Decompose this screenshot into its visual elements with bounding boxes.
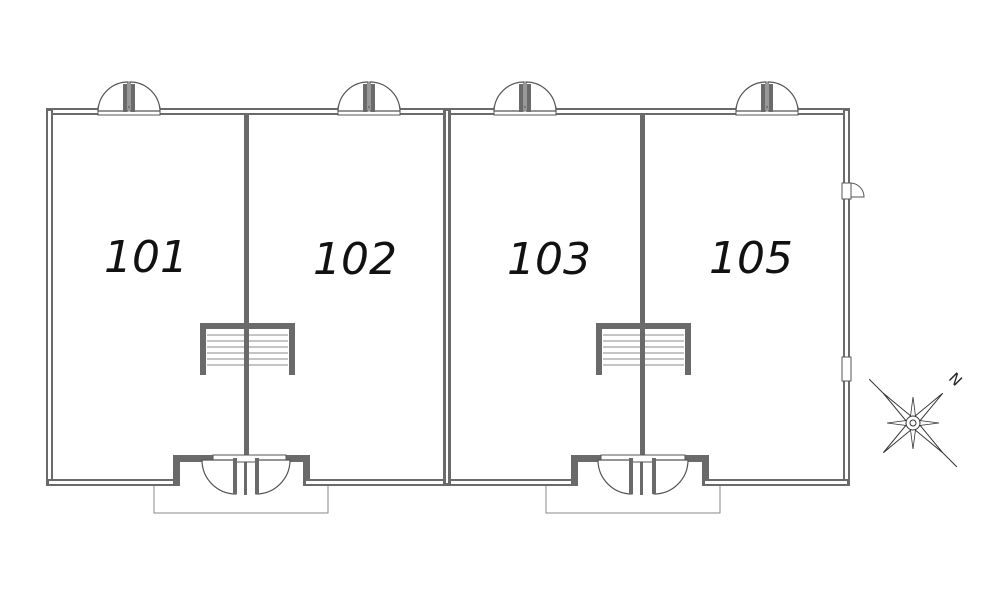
compass-north-label: N (945, 369, 966, 390)
top-window-2 (337, 81, 401, 116)
entrance-doors-right (597, 454, 689, 495)
top-window-1 (97, 81, 161, 116)
staircase-left (200, 323, 295, 375)
compass-rose-icon (868, 378, 958, 468)
room-label-101: 101 (104, 232, 188, 283)
staircase-right (596, 323, 691, 375)
room-label-105: 105 (709, 233, 793, 284)
room-label-102: 102 (313, 234, 397, 285)
entrance-doors-left (201, 454, 291, 495)
side-door (841, 182, 865, 200)
partition-walls (244, 108, 645, 495)
room-label-103: 103 (507, 234, 591, 285)
top-window-4 (735, 81, 799, 116)
porch-left (153, 486, 329, 514)
side-window (841, 356, 852, 382)
porch-right (545, 486, 721, 514)
top-window-3 (493, 81, 557, 116)
